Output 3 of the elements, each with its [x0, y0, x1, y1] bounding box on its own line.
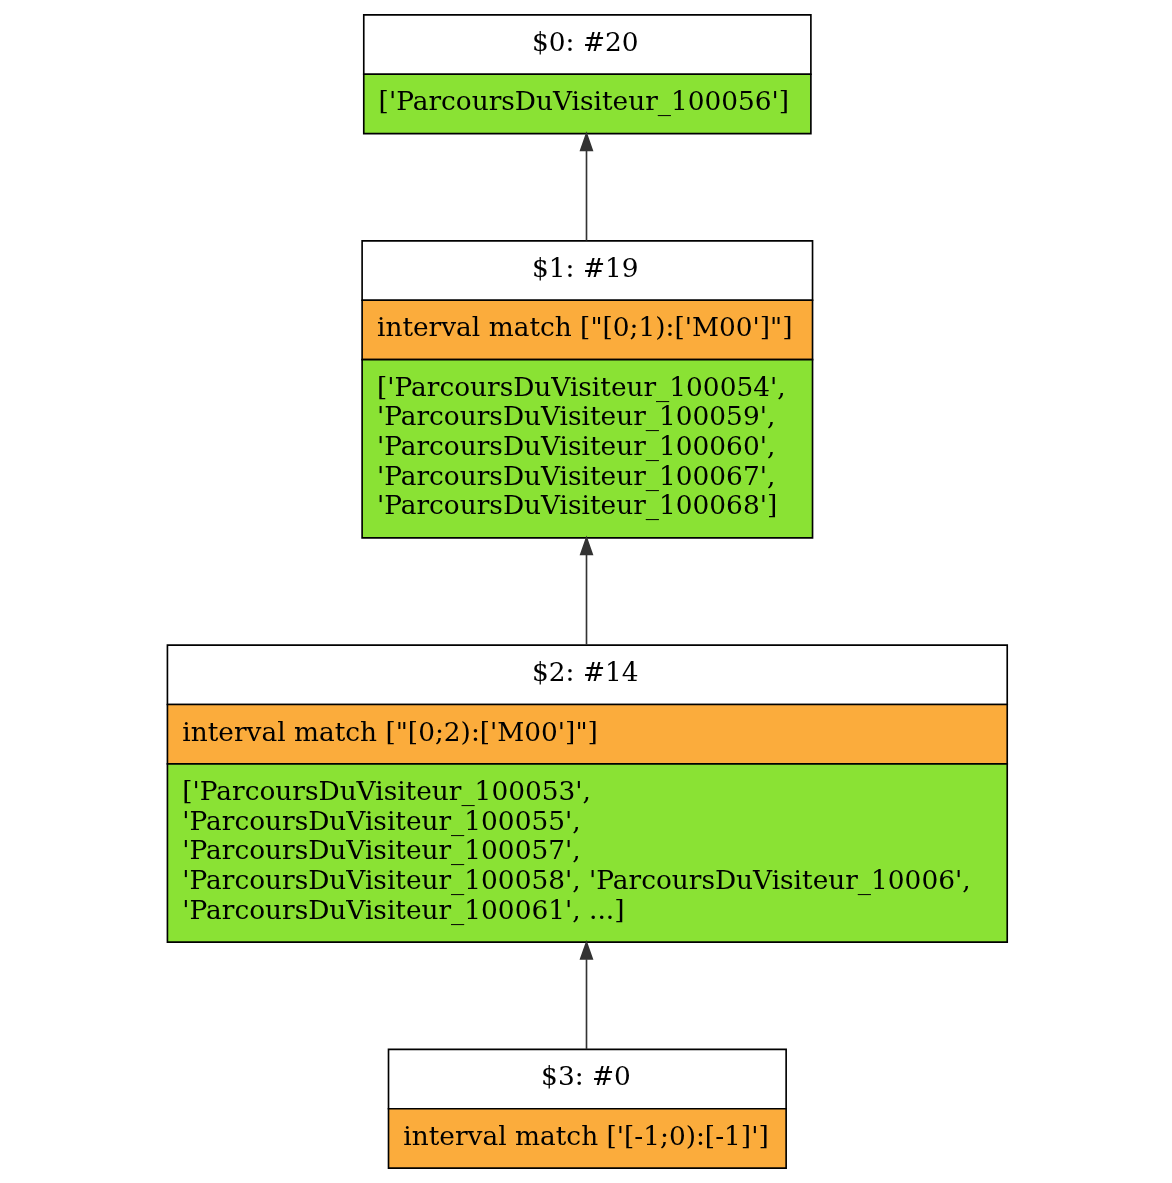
- arrow: [579, 131, 593, 242]
- arrow: [579, 535, 593, 646]
- arrow: [579, 939, 593, 1050]
